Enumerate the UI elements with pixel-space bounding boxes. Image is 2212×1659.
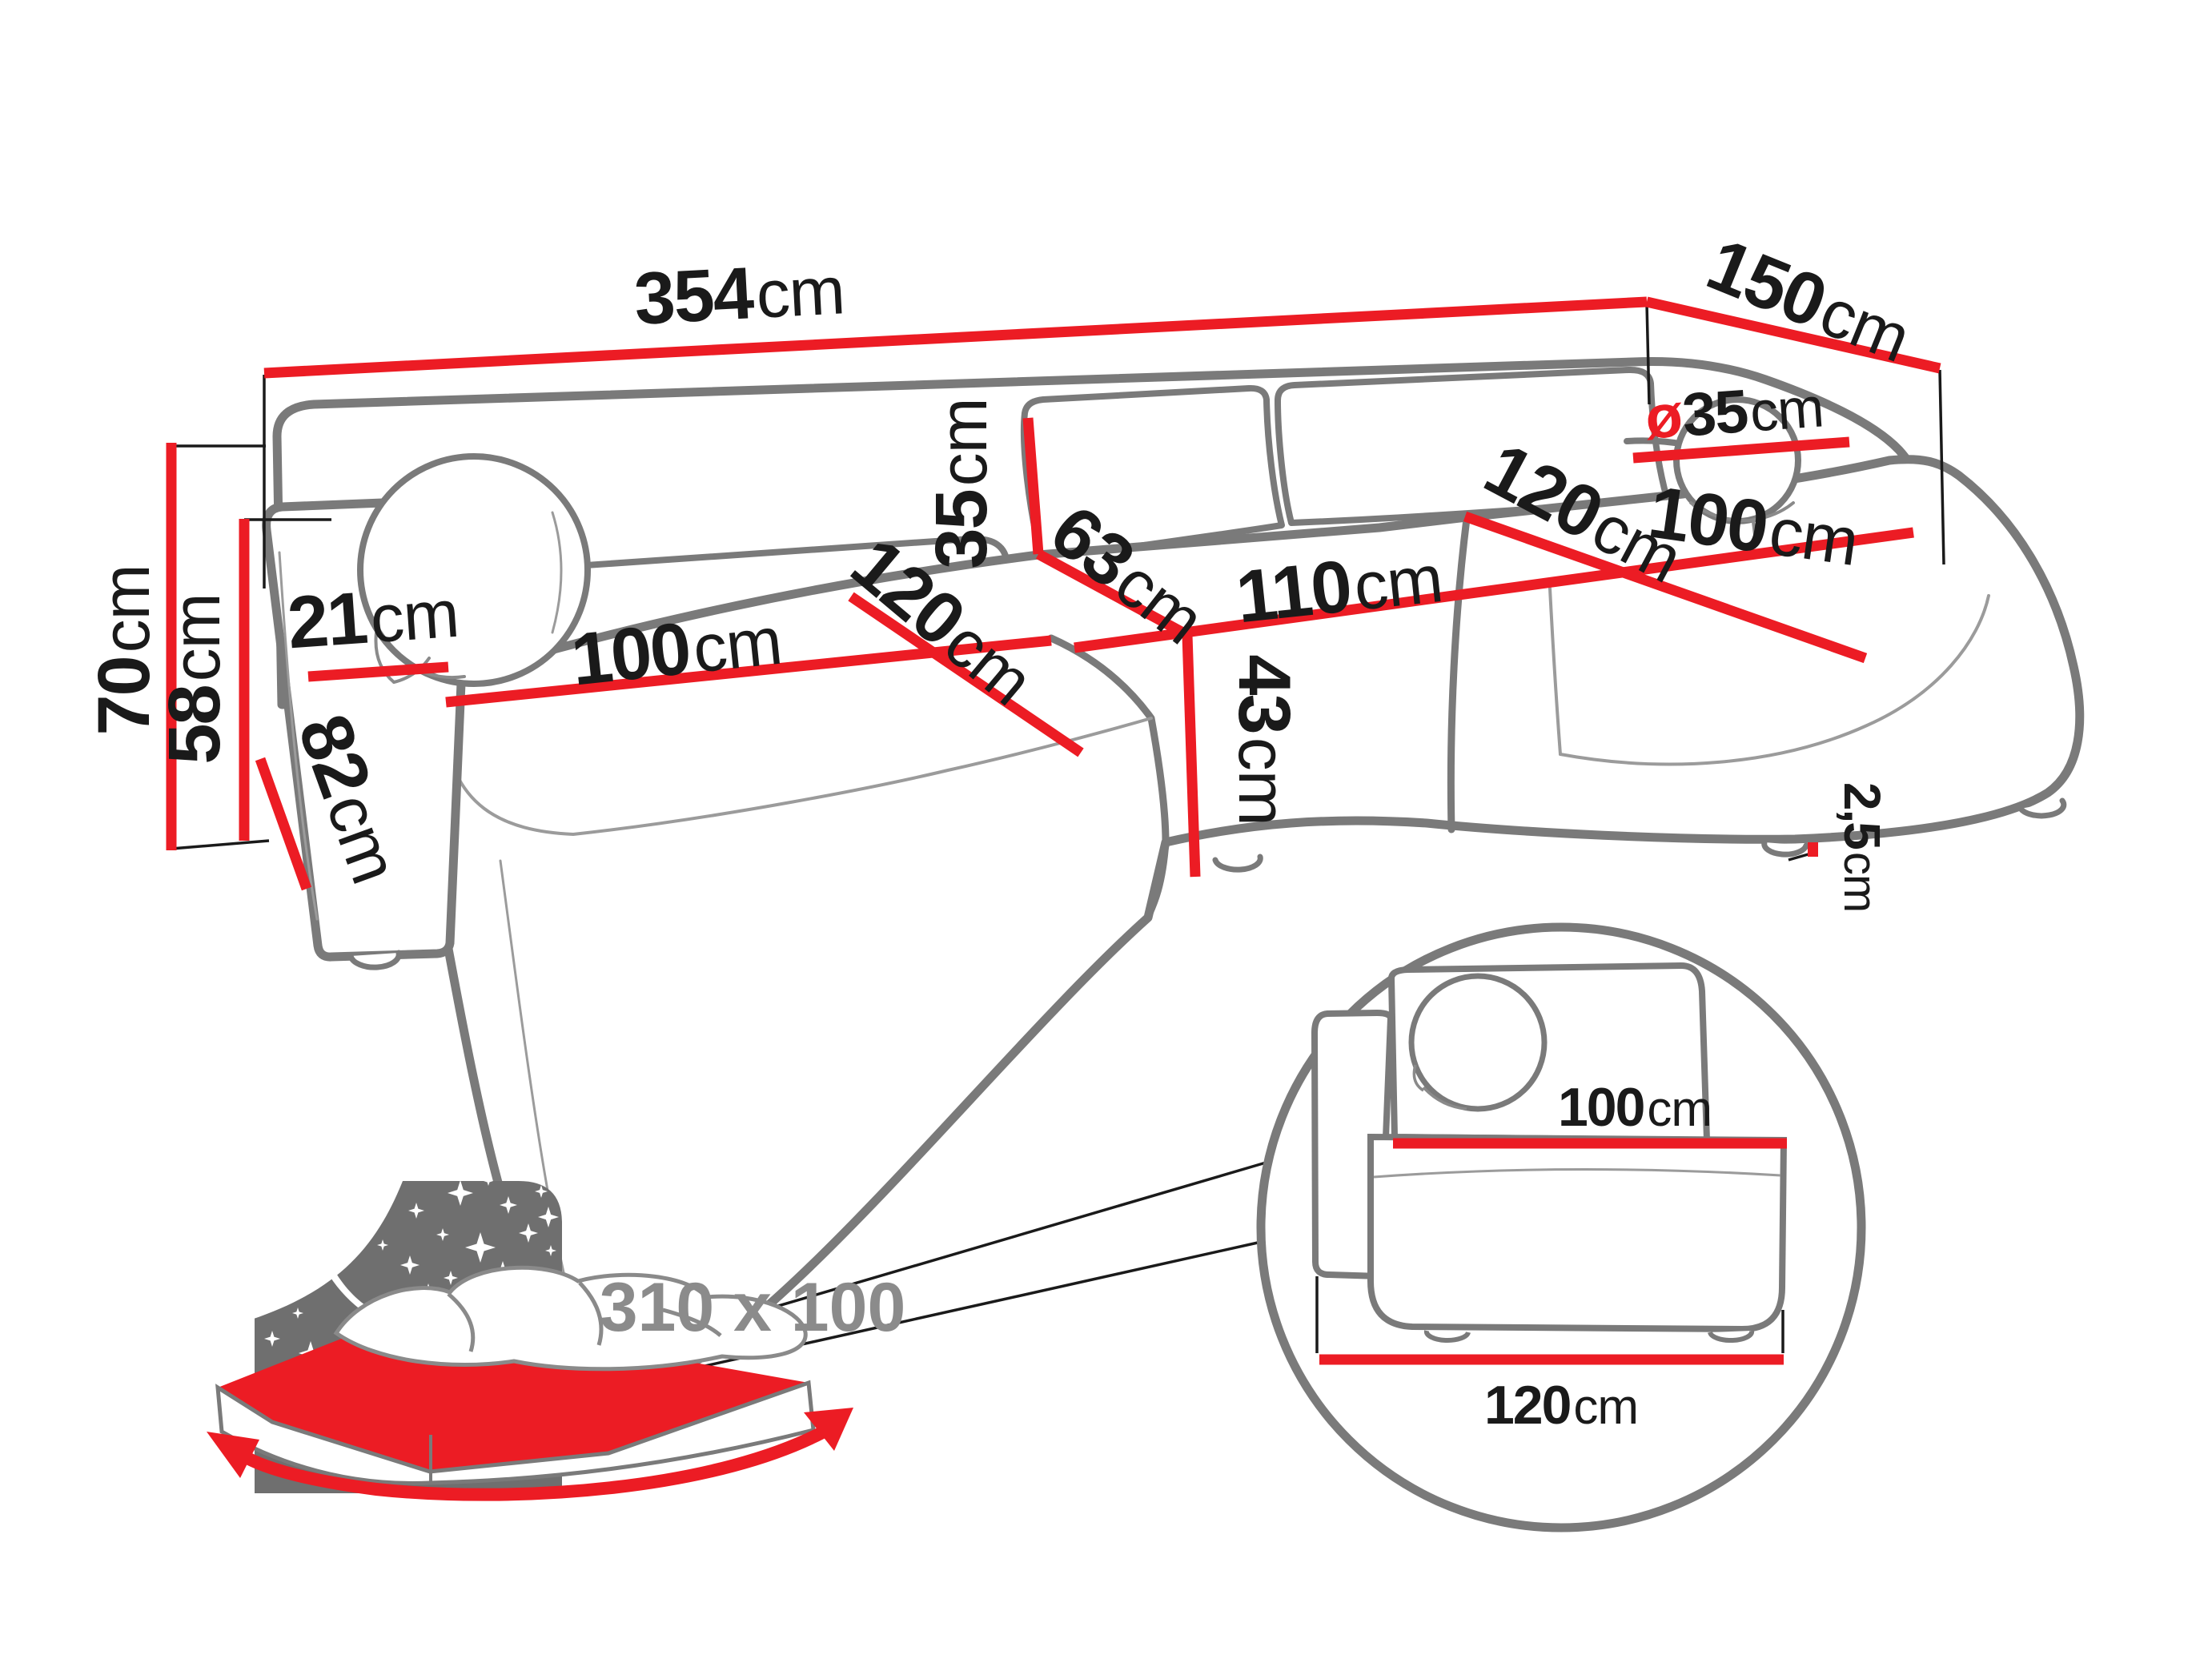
dim-line-100-left (445, 635, 1052, 708)
inset-bolster-fringe (1412, 1064, 1467, 1111)
round-pillow-fringe (1689, 501, 1795, 536)
dim-line-pillow (1632, 436, 1850, 464)
label-total-depth: 150cm (1696, 223, 1922, 378)
duvet-folds (447, 1281, 722, 1352)
duvet (333, 1265, 808, 1372)
tick-70-bottom (171, 839, 270, 850)
detail-inset: 100cm 120cm (1256, 922, 1866, 1532)
ext-corner (1645, 303, 1651, 405)
label-cushion-height: 35cm (921, 398, 1002, 568)
foot-armrest (347, 950, 402, 970)
curtain-cutout (251, 1177, 404, 1320)
mattress-front (215, 1380, 816, 1485)
inset-foot-left (1423, 1330, 1471, 1344)
chaise-edge-line (1559, 594, 1990, 766)
dim-line-120-chaise (1463, 511, 1868, 664)
dimension-lines (166, 296, 1941, 891)
label-leg-height: 2,5cm (1833, 782, 1891, 912)
label-armrest-width: 21cm (285, 571, 461, 665)
foot-chaise-right (2017, 797, 2067, 819)
moon-swoosh (314, 1235, 455, 1333)
dim-line-35 (1022, 417, 1044, 555)
inset-bolster-pillow (1408, 973, 1548, 1112)
ext-150-right (1938, 369, 1945, 565)
sleep-function-icon (207, 1163, 853, 1501)
sleeping-area-size: 310 x 100 (600, 1269, 906, 1346)
sleep-arrow-curve (236, 1421, 836, 1501)
dim-line-21 (307, 661, 449, 682)
label-seat-height: 43cm (1223, 654, 1305, 825)
label-pillow-diameter: ø35cm (1643, 372, 1825, 452)
inset-seat-crease (1373, 1167, 1781, 1179)
label-backrest-height: 58cm (154, 593, 235, 764)
dim-line-354 (263, 296, 1648, 379)
dim-line-63 (1035, 549, 1190, 640)
dim-line-120-left (848, 592, 1084, 757)
inset-label-module-depth: 120cm (1484, 1375, 1638, 1436)
label-total-height: 70cm (83, 564, 165, 735)
label-seat-width-left: 100cm (568, 598, 785, 701)
dim-line-82 (255, 757, 312, 891)
inset-label-module-width: 100cm (1558, 1077, 1712, 1138)
tick-leg (1788, 852, 1812, 862)
bolster-pillow (357, 453, 591, 687)
chaise-corner-line (1548, 587, 1562, 756)
seam-left-middle (1047, 634, 1170, 922)
sleep-arrow-head-right (804, 1408, 853, 1451)
sleep-arrow-head-left (207, 1432, 259, 1478)
dim-line-110-100 (1074, 527, 1914, 653)
inset-seat (1367, 1133, 1788, 1333)
inset-foot-right (1708, 1330, 1755, 1344)
dim-line-43 (1182, 634, 1201, 878)
dim-line-150 (1645, 296, 1941, 374)
seam-middle-chaise (1447, 515, 1471, 834)
label-chaise-width: 100cm (1644, 472, 1863, 582)
bolster-crease (551, 511, 563, 634)
armrest-crease (278, 551, 319, 921)
foot-middle-seat (1212, 854, 1263, 873)
label-seat-width-middle: 110cm (1232, 536, 1446, 638)
dim-tick-leg-height (1808, 842, 1818, 857)
label-total-width: 354cm (632, 247, 846, 340)
foot-chaise-left (1761, 839, 1809, 858)
